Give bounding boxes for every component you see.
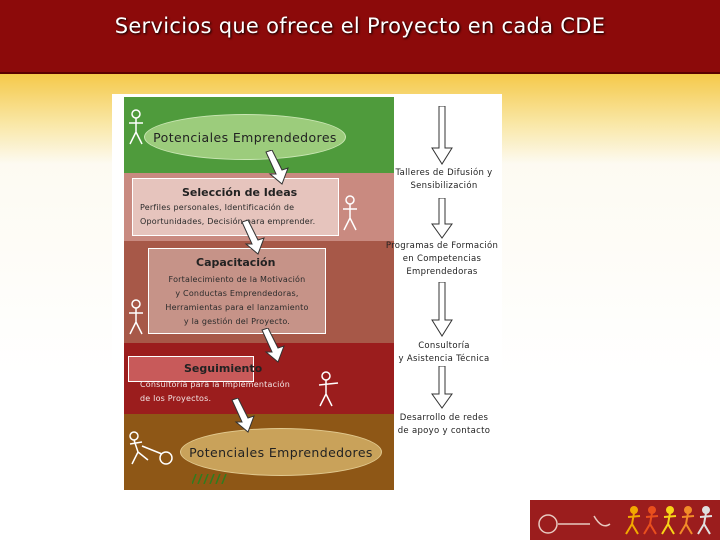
stage4-text: Consultoría para la Implementación de lo… [140,378,290,406]
down-arrow-icon [431,198,453,239]
stage3-text-line: y Conductas Emprendedoras, [175,289,299,298]
service-text-line: Desarrollo de redes [399,413,489,423]
service-talleres: Talleres de Difusión y Sensibilización [386,167,502,193]
stage3-text-line: Fortalecimiento de la Motivación [168,275,306,284]
stage5-label: Potenciales Emprendedores [189,444,373,460]
flow-arrow-icon [241,220,265,255]
stage2-title: Selección de Ideas [182,186,298,199]
flow-arrow-icon [261,328,285,363]
service-redes: Desarrollo de redes de apoyo y contacto [386,412,502,438]
service-text-line: Emprendedoras [406,267,478,277]
flow-arrow-icon [265,150,289,185]
grass-decoration [192,474,227,484]
service-text-line: Talleres de Difusión y [395,168,493,178]
stage3-text-line: Herramientas para el lanzamiento [165,303,309,312]
stage1-oval: Potenciales Emprendedores [144,114,346,160]
stage3-box [148,248,326,334]
down-arrow-icon [431,366,453,409]
service-text-line: en Competencias [402,254,482,264]
runner-with-cart-icon [129,431,173,465]
down-arrow-icon [431,106,453,165]
stage4-text-line: Consultoría para la Implementación [140,380,290,389]
stage3-text-line: y la gestión del Proyecto. [183,317,291,326]
stage2-box [132,178,339,236]
flow-arrow-icon [231,398,255,433]
runners-logo [530,500,720,540]
service-text-line: Sensibilización [410,181,478,191]
stage3-text: Fortalecimiento de la Motivación y Condu… [152,273,322,329]
service-text-line: y Asistencia Técnica [398,354,490,364]
page-title: Servicios que ofrece el Proyecto en cada… [114,14,606,38]
stage2-text-line: Oportunidades, Decisión para emprender. [140,217,316,226]
stick-figure-icon [129,109,143,145]
service-text-line: de apoyo y contacto [397,426,491,436]
stage3-title: Capacitación [196,256,276,269]
title-bar: Servicios que ofrece el Proyecto en cada… [0,0,720,74]
stage2-text: Perfiles personales, Identificación de O… [140,201,315,229]
service-text-line: Consultoría [418,341,470,351]
stage5-oval: Potenciales Emprendedores [180,428,382,476]
stick-figure-icon [343,195,357,231]
process-diagram: Potenciales Emprendedores Selección de I… [112,94,502,494]
stage4-text-line: de los Proyectos. [140,394,212,403]
service-programas: Programas de Formación en Competencias E… [382,240,502,279]
service-text-line: Programas de Formación [385,241,499,251]
stage4-box [128,356,254,382]
service-consultoria: Consultoría y Asistencia Técnica [386,340,502,366]
down-arrow-icon [431,282,453,337]
stage4-title: Seguimiento [184,362,263,375]
stage2-text-line: Perfiles personales, Identificación de [140,203,295,212]
stage1-label: Potenciales Emprendedores [153,129,337,145]
stick-figure-icon [318,371,339,407]
stick-figure-icon [129,299,143,335]
